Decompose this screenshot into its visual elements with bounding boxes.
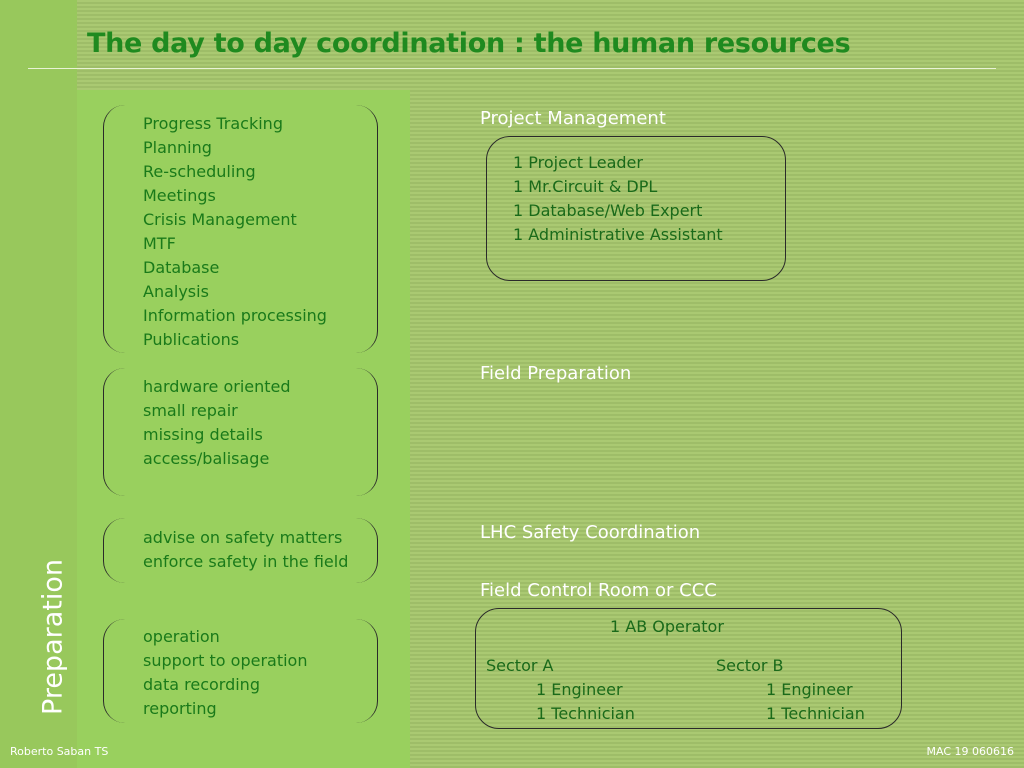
task-item: Crisis Management xyxy=(143,210,297,229)
footer-reference: MAC 19 060616 xyxy=(926,745,1014,758)
left-panel xyxy=(77,90,410,768)
staff-item: 1 Project Leader xyxy=(513,153,643,172)
control-tasks-bracket xyxy=(103,619,378,723)
project-management-title: Project Management xyxy=(480,108,666,129)
footer-author: Roberto Saban TS xyxy=(10,745,109,758)
staff-item: 1 Database/Web Expert xyxy=(513,201,703,220)
slide-title: The day to day coordination : the human … xyxy=(87,28,851,59)
safety-tasks-bracket xyxy=(103,518,378,583)
task-item: hardware oriented xyxy=(143,377,291,396)
task-item: missing details xyxy=(143,425,263,444)
left-strip xyxy=(0,0,77,768)
task-item: operation xyxy=(143,627,220,646)
task-item: Re-scheduling xyxy=(143,162,256,181)
field-control-box xyxy=(475,608,902,729)
title-divider xyxy=(28,68,996,69)
management-task-list: Progress Tracking Planning Re-scheduling… xyxy=(143,112,327,352)
task-item: Meetings xyxy=(143,186,216,205)
staff-item: 1 Administrative Assistant xyxy=(513,225,723,244)
field-preparation-title: Field Preparation xyxy=(480,363,632,384)
operator-label: 1 AB Operator xyxy=(610,617,724,636)
lhc-safety-title: LHC Safety Coordination xyxy=(480,522,701,543)
task-item: advise on safety matters xyxy=(143,528,343,547)
task-item: access/balisage xyxy=(143,449,270,468)
field-control-room-title: Field Control Room or CCC xyxy=(480,580,717,601)
task-item: enforce safety in the field xyxy=(143,552,349,571)
task-item: Planning xyxy=(143,138,212,157)
sector-b-engineer: 1 Engineer xyxy=(766,680,853,699)
task-item: data recording xyxy=(143,675,260,694)
task-item: reporting xyxy=(143,699,217,718)
staff-item: 1 Mr.Circuit & DPL xyxy=(513,177,658,196)
safety-task-list: advise on safety matters enforce safety … xyxy=(143,526,348,574)
sector-a-technician: 1 Technician xyxy=(536,704,635,723)
sector-b-technician: 1 Technician xyxy=(766,704,865,723)
management-tasks-bracket xyxy=(103,105,378,353)
field-task-list: hardware oriented small repair missing d… xyxy=(143,375,291,471)
vertical-section-label: Preparation xyxy=(37,559,69,715)
task-item: Progress Tracking xyxy=(143,114,283,133)
project-staff-list: 1 Project Leader 1 Mr.Circuit & DPL 1 Da… xyxy=(513,151,723,247)
task-item: MTF xyxy=(143,234,176,253)
sector-a-engineer: 1 Engineer xyxy=(536,680,623,699)
task-item: Database xyxy=(143,258,220,277)
sector-b-label: Sector B xyxy=(716,656,784,675)
control-task-list: operation support to operation data reco… xyxy=(143,625,307,721)
field-tasks-bracket xyxy=(103,368,378,496)
sector-a-label: Sector A xyxy=(486,656,554,675)
task-item: Publications xyxy=(143,330,240,349)
task-item: small repair xyxy=(143,401,238,420)
task-item: support to operation xyxy=(143,651,308,670)
project-management-box xyxy=(486,136,786,281)
task-item: Information processing xyxy=(143,306,327,325)
task-item: Analysis xyxy=(143,282,209,301)
